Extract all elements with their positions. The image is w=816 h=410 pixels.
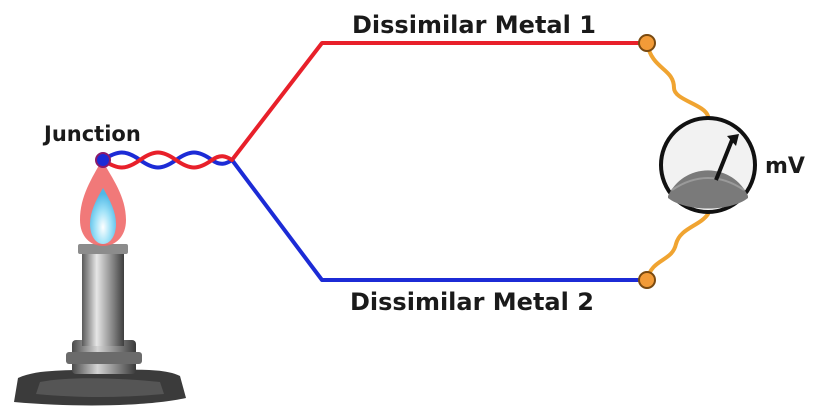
flame-icon [80, 160, 126, 246]
meter-needle [714, 139, 734, 181]
metal-2-wire [230, 158, 649, 282]
burner-tube-lip [78, 244, 128, 254]
terminal-top [638, 34, 656, 52]
lead-wire-top [645, 41, 710, 118]
meter-dial-arc [671, 177, 745, 191]
burner-collar-ring [66, 352, 142, 364]
flame-inner [90, 188, 116, 244]
metal-1-wire [230, 41, 649, 162]
metal-2-label: Dissimilar Metal 2 [350, 288, 594, 316]
junction-label: Junction [42, 122, 141, 146]
burner-base-shade [36, 378, 164, 397]
meter-unit-label: mV [765, 154, 805, 179]
meter-needle-tip [727, 134, 739, 146]
bunsen-burner-icon [14, 244, 186, 406]
lead-wire-bottom [645, 212, 710, 282]
junction-point [95, 152, 111, 168]
twisted-wire-red [101, 150, 234, 170]
meter-dial [668, 170, 748, 209]
metal-1-label: Dissimilar Metal 1 [352, 11, 596, 39]
terminal-bottom [638, 271, 656, 289]
millivoltmeter-icon [659, 116, 757, 214]
thermocouple-wires [101, 41, 710, 282]
burner-tube [82, 250, 124, 346]
